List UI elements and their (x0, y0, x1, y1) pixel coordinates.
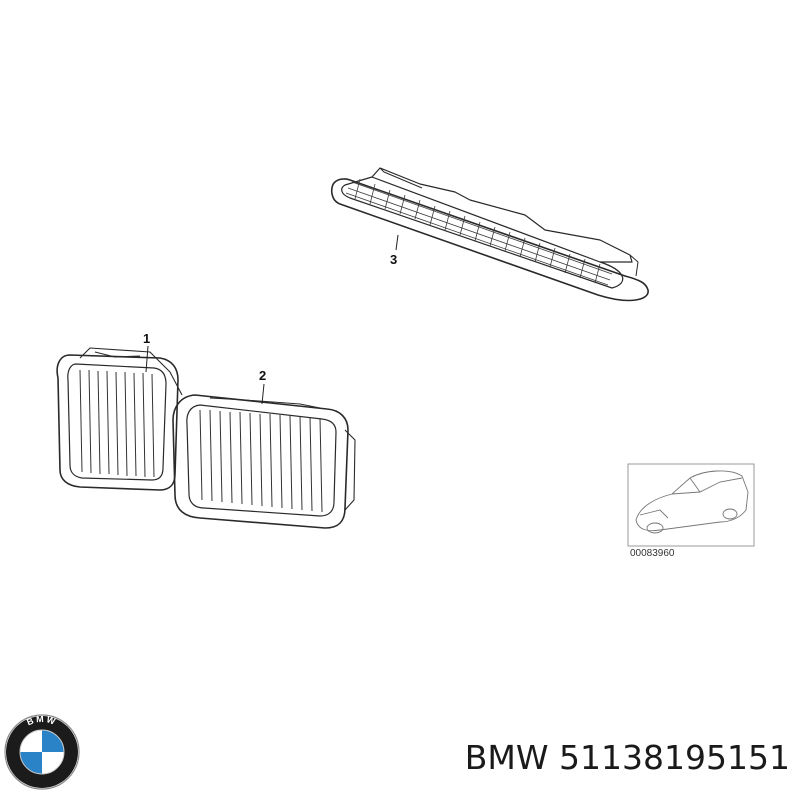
callout-2: 2 (259, 368, 266, 405)
part-3-intake-grid (330, 167, 649, 302)
bmw-logo-icon: BMW (4, 714, 80, 790)
part-1-left-kidney-grille (56, 347, 183, 491)
callout-2-label: 2 (259, 368, 266, 383)
svg-text:BMW: BMW (25, 714, 58, 728)
inset-reference-number: 00083960 (630, 548, 675, 559)
part-number: 51138195151 (559, 738, 790, 777)
callout-3-label: 3 (390, 252, 397, 267)
callout-1-label: 1 (143, 331, 150, 346)
part-2-right-kidney-grille (172, 394, 356, 529)
brand-name: BMW (464, 738, 549, 777)
part-caption: BMW 51138195151 (410, 738, 790, 777)
car-outline-icon (635, 470, 749, 534)
vehicle-locator-inset: 00083960 (627, 463, 755, 559)
callout-1: 1 (143, 331, 150, 373)
callout-3: 3 (390, 234, 399, 267)
